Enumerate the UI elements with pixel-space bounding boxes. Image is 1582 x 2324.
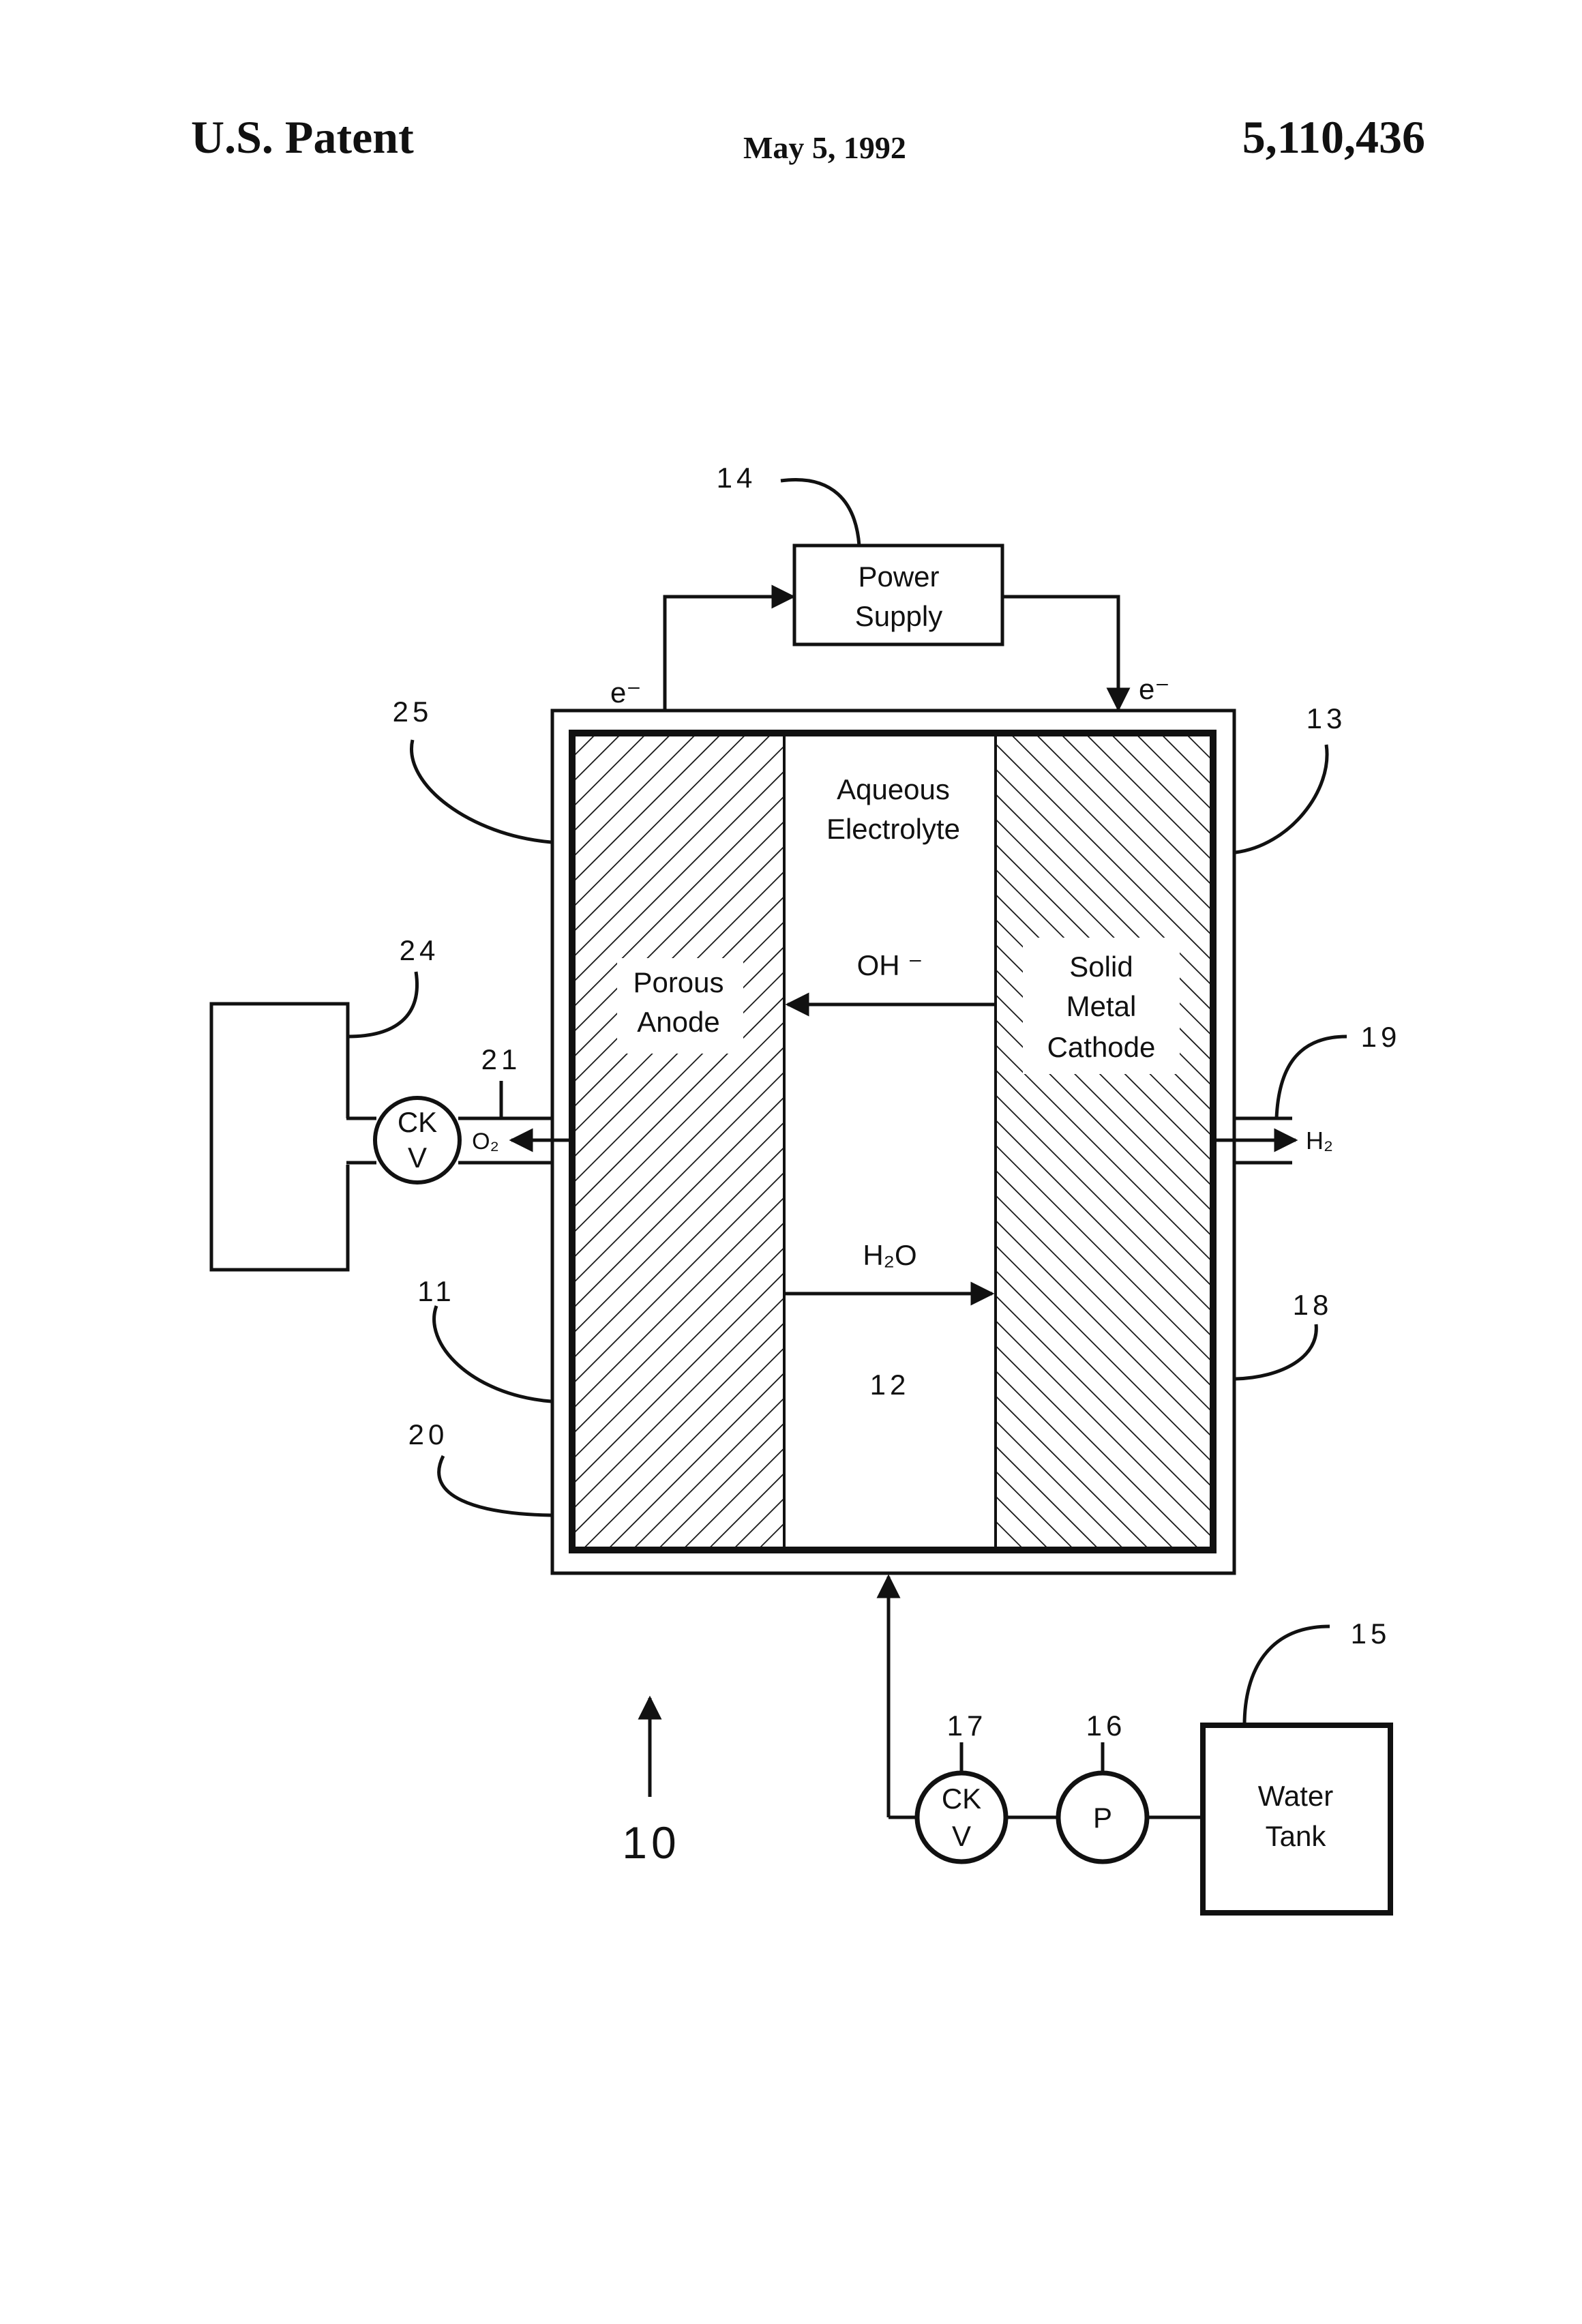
electron-label-left: e⁻ — [610, 676, 642, 709]
ref-19: 19 — [1361, 1021, 1401, 1053]
ref-20: 20 — [408, 1418, 449, 1450]
water-tank-line2: Tank — [1266, 1820, 1327, 1852]
check-valve-water-bottom: V — [952, 1820, 971, 1852]
ref-13-leader — [1236, 745, 1327, 852]
ref-10: 10 — [622, 1817, 680, 1868]
pump-label: P — [1093, 1802, 1112, 1834]
oxygen-box-pipe-gap — [341, 1118, 355, 1165]
cathode-label-line2: Metal — [1066, 990, 1137, 1022]
ref-15-leader — [1244, 1626, 1330, 1725]
ref-21: 21 — [481, 1043, 522, 1075]
aqueous-electrolyte-region — [784, 735, 996, 1548]
wire-anode-to-supply — [665, 597, 793, 711]
water-tank-line1: Water — [1258, 1780, 1333, 1812]
power-supply-line2: Supply — [855, 600, 942, 632]
ref-24: 24 — [400, 934, 440, 966]
check-valve-oxygen-top: CK — [398, 1106, 437, 1138]
power-supply-line1: Power — [858, 561, 939, 593]
anode-label-line2: Anode — [637, 1006, 719, 1038]
ref-24-leader — [348, 972, 417, 1037]
ref-13: 13 — [1307, 702, 1347, 734]
ref-25: 25 — [393, 696, 433, 728]
ref-14: 14 — [717, 462, 757, 494]
water-flow-label: H₂O — [863, 1239, 916, 1271]
wire-supply-to-cathode — [1002, 597, 1118, 709]
water-tank — [1203, 1725, 1390, 1913]
check-valve-water-top: CK — [942, 1783, 981, 1815]
cathode-label-line3: Cathode — [1047, 1031, 1156, 1063]
electron-label-right: e⁻ — [1139, 673, 1170, 705]
ref-14-leader — [781, 479, 859, 546]
ref-12: 12 — [870, 1369, 910, 1401]
anode-label-line1: Porous — [633, 966, 723, 998]
oxygen-storage-box — [211, 1004, 348, 1270]
cathode-label-line1: Solid — [1069, 951, 1133, 983]
ref-11: 11 — [417, 1275, 456, 1307]
ref-18: 18 — [1293, 1289, 1333, 1321]
ref-15: 15 — [1351, 1618, 1391, 1650]
check-valve-oxygen-bottom: V — [408, 1142, 427, 1174]
electrolyte-line2: Electrolyte — [826, 813, 960, 845]
electrolyte-line1: Aqueous — [837, 773, 950, 805]
porous-anode — [574, 735, 784, 1548]
ref-18-leader — [1236, 1324, 1316, 1379]
hydroxide-label: OH ⁻ — [857, 949, 923, 981]
ref-17: 17 — [947, 1710, 987, 1742]
solid-metal-cathode — [996, 735, 1211, 1548]
ref-19-leader — [1277, 1037, 1347, 1118]
oxygen-label: O₂ — [472, 1129, 499, 1154]
ref-20-leader — [439, 1456, 551, 1515]
ref-25-leader — [412, 740, 551, 842]
ref-16: 16 — [1086, 1710, 1126, 1742]
ref-11-leader — [434, 1306, 551, 1401]
hydrogen-label: H₂ — [1306, 1127, 1333, 1154]
